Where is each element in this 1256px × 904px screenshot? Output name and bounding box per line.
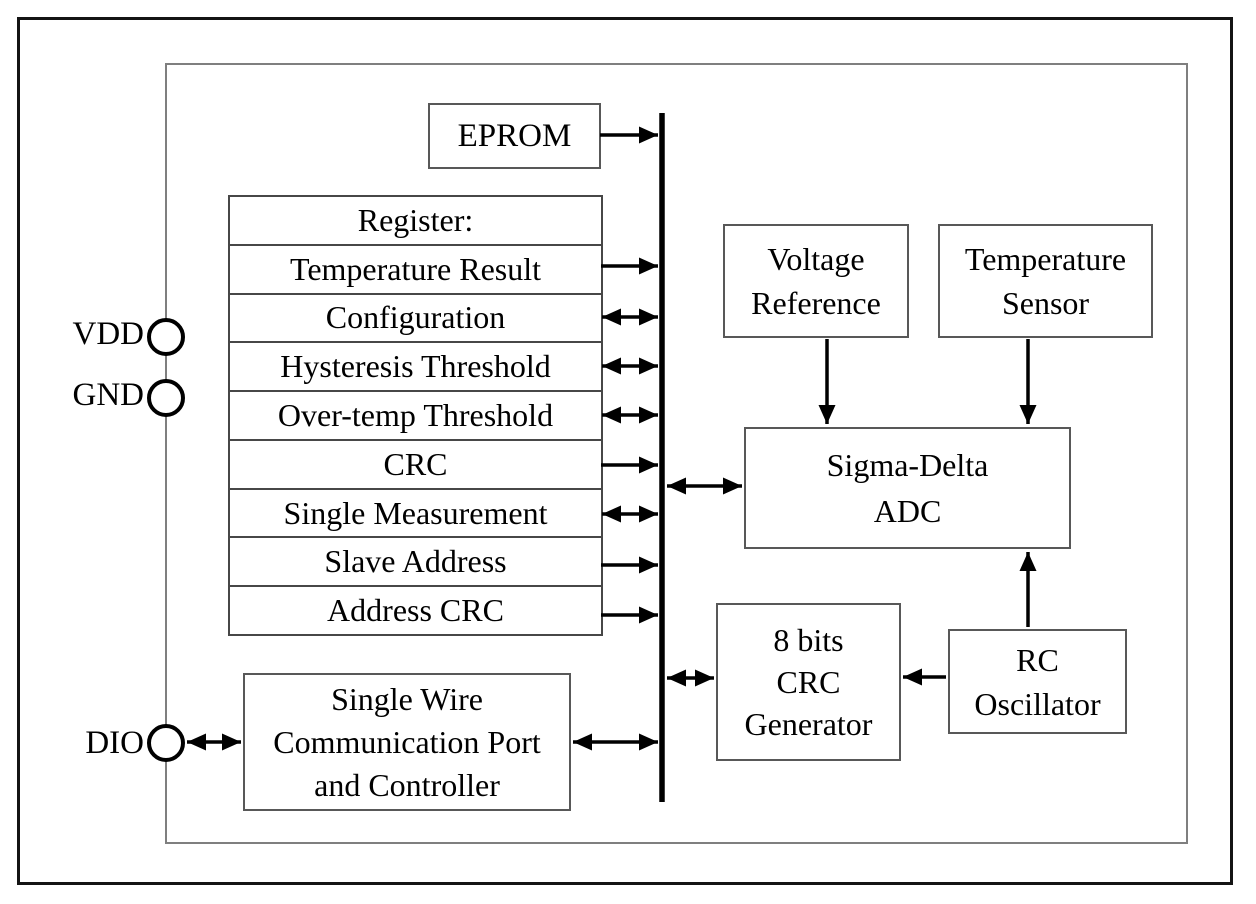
register-header: Register: [357,201,474,238]
block-single-wire-port: Single Wire Communication Port and Contr… [243,673,571,811]
pin-dio [147,724,185,762]
block-temperature-sensor-line2: Sensor [1001,285,1090,321]
register-row-hysteresis-threshold: Hysteresis Threshold [230,341,601,390]
chip-boundary-frame [165,63,1188,844]
register-box: Register: Temperature Result Configurati… [228,195,603,636]
register-row-address-crc: Address CRC [230,585,601,634]
block-voltage-reference-line2: Reference [751,285,881,321]
pin-label-gnd: GND [72,377,145,413]
block-crc-generator-line1: 8 bits [773,622,844,658]
block-sigma-delta-adc: Sigma-Delta ADC [744,427,1071,549]
outer-frame [17,17,1233,885]
block-crc-generator: 8 bits CRC Generator [716,603,901,761]
block-eprom: EPROM [428,103,601,169]
block-single-wire-port-line3: and Controller [314,766,500,803]
block-sigma-delta-adc-line2: ADC [873,493,942,529]
block-eprom-label: EPROM [457,118,572,154]
pin-gnd [147,379,185,417]
pin-vdd [147,318,185,356]
block-voltage-reference-line1: Voltage [767,241,865,277]
block-temperature-sensor-line1: Temperature [964,241,1127,277]
register-row-single-measurement: Single Measurement [230,487,601,537]
block-single-wire-port-line1: Single Wire [331,680,483,717]
block-voltage-reference: Voltage Reference [723,224,909,338]
register-row-slave-address: Slave Address [230,536,601,585]
pin-label-dio: DIO [85,725,144,761]
block-rc-oscillator-line2: Oscillator [974,685,1101,722]
pin-label-vdd: VDD [72,316,145,352]
block-crc-generator-line3: Generator [744,706,873,742]
block-crc-generator-line2: CRC [776,664,841,700]
register-row-crc: CRC [230,438,601,488]
block-single-wire-port-line2: Communication Port [273,723,541,760]
block-temperature-sensor: Temperature Sensor [938,224,1153,338]
register-row-configuration: Configuration [230,292,601,342]
block-rc-oscillator: RC Oscillator [948,629,1127,734]
block-rc-oscillator-line1: RC [1016,641,1059,678]
register-row-temperature-result: Temperature Result [230,243,601,293]
block-sigma-delta-adc-line1: Sigma-Delta [826,447,989,483]
register-row-over-temp-threshold: Over-temp Threshold [230,390,601,439]
